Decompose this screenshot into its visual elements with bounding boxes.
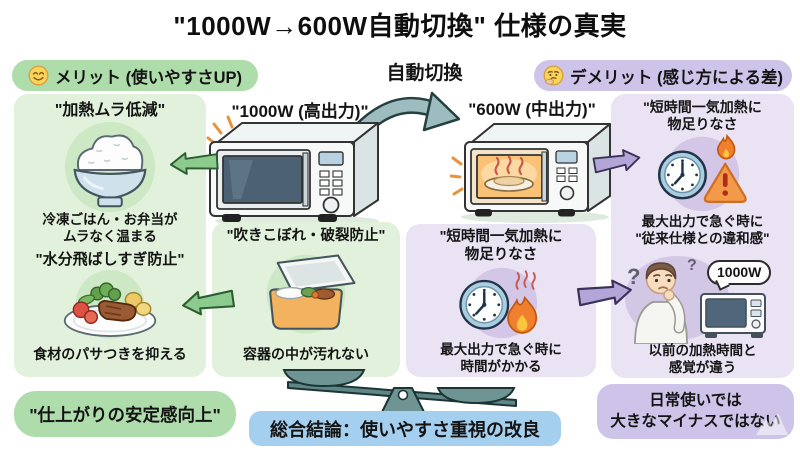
demerit-summary-pill: 日常使いでは 大きなマイナスではない [597,384,794,439]
merit-summary-pill: "仕上がりの安定感向上" [14,391,236,437]
demerit-summary-label: 日常使いでは 大きなマイナスではない [610,392,781,430]
food-plate-illustration [63,270,157,339]
clock-fire-illustration [459,267,538,339]
spill-panel: "吹きこぼれ・破裂防止" 容器の中が汚れない [212,222,400,377]
smiley-icon [28,65,49,86]
spill-title: "吹きこぼれ・破裂防止" [226,228,386,244]
microwave-high-illustration [206,115,379,227]
demerit-header-label: デメリット (感じ方による差) [569,68,784,87]
rice-bowl-illustration [64,121,156,213]
heat-even-caption: 冷凍ごはん・お弁当が ムラなく温まる [42,212,178,245]
quick-heat-top-title: "短時間一気加熱に 物足りなさ [643,99,762,133]
svg-text:?: ? [627,264,640,289]
quick-heat-mid-panel: "短時間一気加熱に 物足りなさ 最大出力で急ぐ時に 時間がかかる [406,224,596,377]
microwave-mid-label: "600W (中出力)" [468,100,596,119]
quick-heat-mid-title: "短時間一気加熱に 物足りなさ [439,229,563,263]
clock-fire-warning-illustration [658,134,747,212]
auto-switch-label: 自動切換 [386,63,463,84]
bento-box-illustration [266,254,356,334]
quick-heat-mid-caption: 最大出力で急ぐ時に 時間がかかる [440,342,562,375]
confused-person-illustration: ? ? [625,256,766,344]
moisture-title: "水分飛ばしすぎ防止" [35,251,185,268]
heat-even-title: "加熱ムラ低減" [54,102,166,119]
microwave-high-label: "1000W (高出力)" [231,102,369,121]
merit-panel: "加熱ムラ低減" 冷凍ごはん・お弁当が ムラなく温まる "水分飛ばしすぎ防止" [14,94,206,377]
conclusion-pill: 総合結論：使いやすさ重視の改良 [249,411,561,446]
moisture-caption: 食材のパサつきを抑える [33,346,187,362]
demerit-panel: "短時間一気加熱に 物足りなさ 最大出力で急ぐ時に "従来仕様との違和感" ? … [611,94,794,378]
merit-summary-label: "仕上がりの安定感向上" [29,404,221,425]
demerit-header-pill: デメリット (感じ方による差) [534,60,792,91]
page-title: "1000W→600W自動切換" 仕様の真実 [173,11,627,41]
svg-text:?: ? [687,257,697,274]
merit-arrow-top-icon [169,152,219,175]
thinking-face-icon [543,65,564,86]
perception-caption: 以前の加熱時間と 感覚が違う [648,343,757,376]
watermark-mountain-icon [756,413,788,435]
quick-heat-top-caption: 最大出力で急ぐ時に "従来仕様との違和感" [635,214,770,247]
merit-arrow-bottom-icon [182,289,236,316]
merit-header-label: メリット (使いやすさUP) [55,68,242,87]
demerit-arrow-top-icon [592,149,641,174]
spill-caption: 容器の中が汚れない [243,346,369,362]
merit-header-pill: メリット (使いやすさUP) [12,60,258,91]
demerit-arrow-bottom-icon [576,279,632,307]
conclusion-label: 総合結論：使いやすさ重視の改良 [270,419,540,440]
microwave-mid-illustration [450,123,611,223]
wattage-bubble: 1000W [707,260,772,285]
